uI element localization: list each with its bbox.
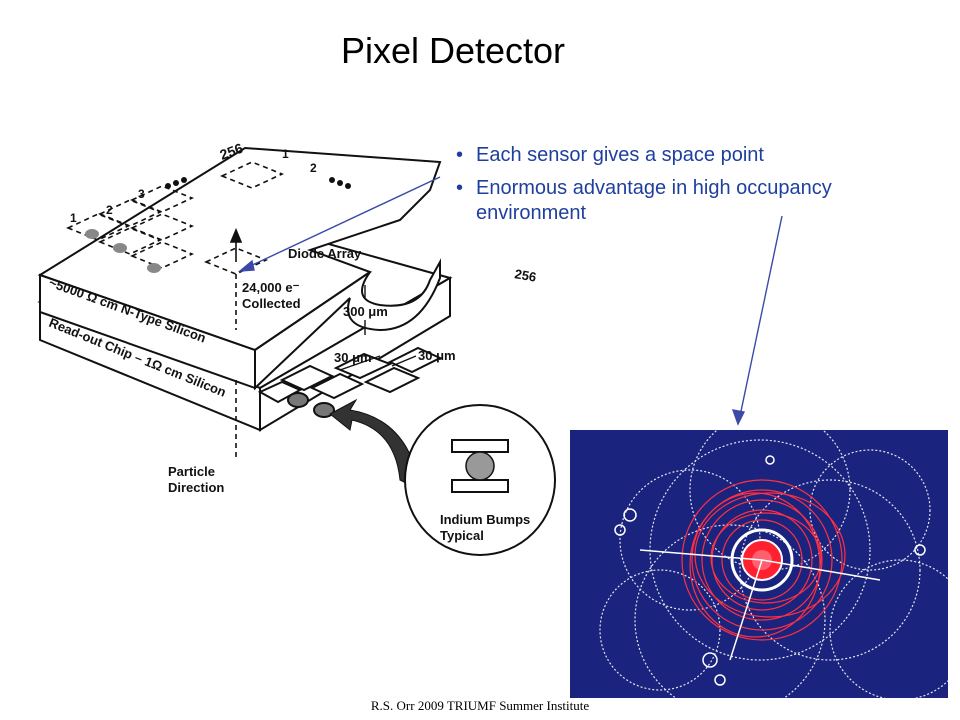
indium-bumps-line2: Typical bbox=[440, 528, 484, 543]
bullet-list: Each sensor gives a space point Enormous… bbox=[456, 143, 926, 234]
index-256-top: 256 bbox=[218, 140, 246, 163]
arrow-head-event bbox=[731, 409, 746, 426]
diode-array-label: Diode Array bbox=[288, 246, 362, 261]
hit-spots bbox=[85, 229, 161, 273]
thickness-label: 300 μm bbox=[343, 304, 388, 319]
pitch-label-a: 30 μm bbox=[334, 350, 372, 365]
index-256-right: 256 bbox=[513, 266, 537, 285]
index-2-top: 2 bbox=[310, 161, 317, 175]
indium-bumps-line1: Indium Bumps bbox=[440, 512, 530, 527]
pitch-label-b: 30 μm bbox=[418, 348, 456, 363]
particle-direction-line2: Direction bbox=[168, 480, 224, 495]
footer-credit: R.S. Orr 2009 TRIUMF Summer Institute bbox=[370, 698, 590, 713]
particle-direction-line1: Particle bbox=[168, 464, 215, 479]
electrons-label-line1: 24,000 e⁻ bbox=[242, 280, 300, 295]
electrons-label-line2: Collected bbox=[242, 296, 301, 311]
jet-lines bbox=[639, 549, 881, 661]
pixel-grid bbox=[257, 346, 443, 418]
bullet-item: Each sensor gives a space point bbox=[456, 143, 926, 168]
index-3-left: 3 bbox=[138, 187, 145, 201]
index-1-left: 1 bbox=[70, 211, 77, 225]
event-display-image bbox=[570, 430, 948, 698]
dimension-marks bbox=[339, 285, 417, 371]
slide-title: Pixel Detector bbox=[340, 30, 566, 71]
index-1-top: 1 bbox=[282, 147, 289, 161]
showers bbox=[614, 455, 926, 686]
index-2-left: 2 bbox=[106, 203, 113, 217]
particle-track bbox=[229, 227, 243, 460]
arrow-to-event bbox=[739, 215, 783, 417]
indium-bump-inset bbox=[404, 404, 556, 556]
bullet-item: Enormous advantage in high occupancy env… bbox=[456, 176, 926, 226]
pixel-detector-diagram: 256 1 2 1 2 3 256 Diode Array 24,000 e⁻ … bbox=[37, 140, 556, 556]
